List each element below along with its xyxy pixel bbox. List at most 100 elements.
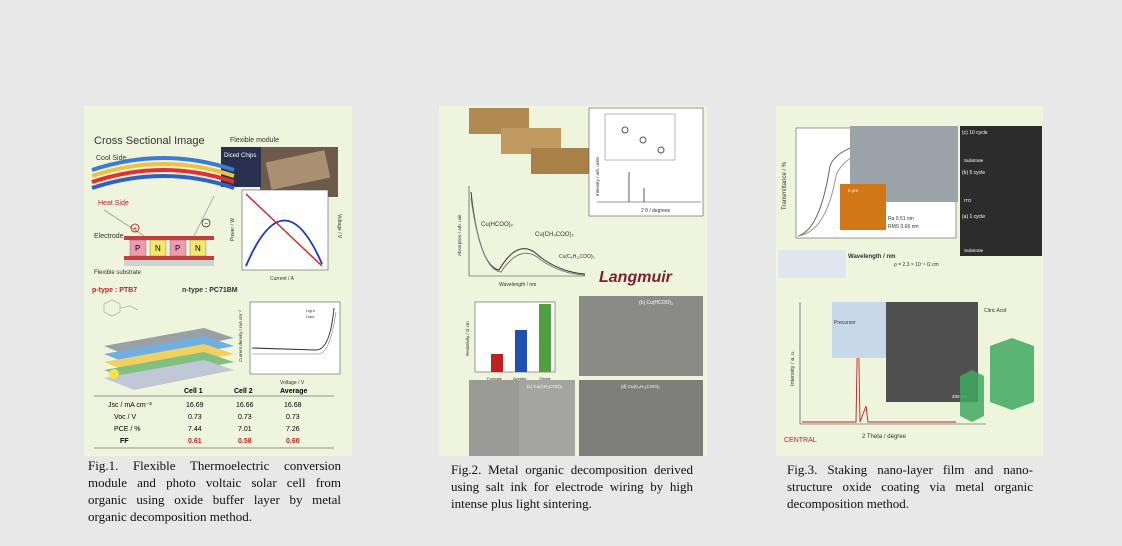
svg-text:Transmittance / %: Transmittance / % (782, 161, 788, 210)
sem-image-c (519, 380, 575, 456)
label-acetate: Cu(CH₃COO)₂ (535, 232, 574, 238)
resistivity-label: ρ = 2.3 × 10⁻⁴ Ω cm (894, 262, 939, 268)
ntype-label: n-type : PC71BM (182, 287, 238, 294)
svg-text:Power / W: Power / W (230, 218, 236, 241)
svg-text:Jsc / mA cm⁻²: Jsc / mA cm⁻² (108, 402, 152, 409)
svg-text:Wavelength / nm: Wavelength / nm (848, 254, 895, 260)
cross-section-sem: (c) 10 cycle (b) 5 cycle (a) 1 cycle Sub… (960, 126, 1042, 256)
svg-text:Cell 1: Cell 1 (184, 388, 203, 395)
crystal-structure (960, 338, 1034, 422)
flexible-module-label: Flexible module (230, 137, 279, 144)
svg-text:2 θ / degrees: 2 θ / degrees (641, 208, 671, 214)
pn-cells: P N P N (129, 239, 207, 257)
svg-text:2 Theta / degree: 2 Theta / degree (862, 434, 907, 440)
cool-arc (91, 156, 235, 172)
svg-text:+: + (133, 226, 137, 233)
svg-text:Average: Average (280, 388, 307, 395)
figure2-caption: Fig.2. Metal organic decomposition deriv… (451, 462, 693, 511)
svg-text:Current / A: Current / A (270, 276, 295, 282)
cell-p2: P (175, 244, 180, 253)
figure2-graphic: 2 θ / degrees Intensity / arb. units Cu(… (457, 107, 704, 456)
jv-chart: Light Dark Voltage / V Current density /… (238, 301, 341, 386)
figure3-caption: Fig.3. Staking nano-layer film and nano-… (787, 462, 1033, 511)
figure1-caption: Fig.1. Flexible Thermoelectric conversio… (88, 458, 341, 524)
svg-text:(b) 5 cycle: (b) 5 cycle (962, 170, 985, 176)
svg-text:FF: FF (120, 438, 129, 445)
svg-text:16.68: 16.68 (284, 402, 302, 409)
ptype-label: p-type : PTB7 (92, 287, 137, 294)
label-formate: Cu(HCOO)₂ (481, 222, 514, 228)
absorption-chart: Cu(HCOO)₂ Cu(CH₃COO)₂ Cu(C₆H₁₁COO)₂ Wave… (457, 186, 595, 288)
svg-text:PCE / %: PCE / % (114, 426, 140, 433)
svg-text:7.44: 7.44 (188, 426, 202, 433)
svg-text:Intensity / arb. units: Intensity / arb. units (595, 156, 600, 196)
svg-text:Formate: Formate (487, 376, 503, 381)
performance-table: Cell 1 Cell 2 Average Jsc / mA cm⁻² 16.6… (94, 388, 334, 449)
precursor-image (832, 302, 892, 358)
figure3-graphic: Transmittance / % Wavelength / nm 5 μm R… (778, 126, 1042, 444)
power-voltage-chart: Current / A Power / W Voltage / V (230, 189, 342, 282)
resistivity-chart: Formate Acetate Oleate Copper carboxylat… (465, 301, 556, 389)
svg-text:Substrate: Substrate (964, 158, 984, 163)
svg-text:−: − (204, 221, 208, 228)
device-stack (104, 328, 234, 390)
svg-text:Light: Light (306, 308, 316, 313)
cool-side-label: Cool Side (96, 155, 126, 162)
svg-text:(a) 1 cycle: (a) 1 cycle (962, 214, 985, 220)
figure2-panel: 2 θ / degrees Intensity / arb. units Cu(… (439, 106, 707, 456)
svg-text:0.60: 0.60 (286, 438, 300, 445)
label-oleate: Cu(C₆H₁₁COO)₂ (559, 254, 595, 260)
svg-text:Current density / mA cm⁻²: Current density / mA cm⁻² (238, 310, 243, 362)
svg-text:Absorption / arb. unit: Absorption / arb. unit (457, 214, 462, 256)
svg-text:0.61: 0.61 (188, 438, 202, 445)
citric-acid-label: Citric Acid (984, 308, 1006, 314)
svg-text:Precursor: Precursor (834, 320, 856, 326)
svg-text:0.73: 0.73 (286, 414, 300, 421)
svg-text:(c) Cu(CH₃COO)₂: (c) Cu(CH₃COO)₂ (527, 384, 563, 389)
sem-image-b (579, 296, 703, 376)
electrode-label: Electrode (94, 233, 124, 240)
afm-image (840, 184, 886, 230)
flexible-substrate-label: Flexible substrate (94, 270, 142, 276)
svg-text:Acetate: Acetate (513, 376, 527, 381)
figure1-panel: Cross Sectional Image Flexible module Di… (84, 106, 352, 456)
svg-text:0.73: 0.73 (188, 414, 202, 421)
cell-n1: N (155, 244, 161, 253)
svg-text:RMS 0.66 nm: RMS 0.66 nm (888, 224, 919, 230)
svg-text:(c) 10 cycle: (c) 10 cycle (962, 130, 988, 136)
svg-text:5 μm: 5 μm (848, 188, 858, 193)
svg-text:Voltage / V: Voltage / V (336, 214, 342, 239)
svg-text:(d) Cu(C₆H₁₁COO)₂: (d) Cu(C₆H₁₁COO)₂ (621, 384, 660, 389)
sem-image-d (579, 380, 703, 456)
svg-text:7.01: 7.01 (238, 426, 252, 433)
cross-section-title: Cross Sectional Image (94, 135, 205, 147)
svg-text:Wavelength / nm: Wavelength / nm (499, 282, 536, 288)
figure1-graphic: Cross Sectional Image Flexible module Di… (91, 135, 342, 449)
svg-text:Intensity / a. u.: Intensity / a. u. (790, 350, 796, 386)
svg-text:0.58: 0.58 (238, 438, 252, 445)
svg-text:Voc / V: Voc / V (114, 414, 137, 421)
svg-text:Cell 2: Cell 2 (234, 388, 253, 395)
svg-text:200 nm: 200 nm (952, 394, 967, 399)
svg-text:Voltage / V: Voltage / V (280, 380, 305, 386)
cell-n2: N (195, 244, 201, 253)
svg-text:7.26: 7.26 (286, 426, 300, 433)
svg-text:ITO: ITO (964, 198, 972, 203)
society-logo (778, 250, 846, 278)
journal-logo: Langmuir (599, 269, 673, 286)
svg-text:16.66: 16.66 (236, 402, 254, 409)
heat-side-label: Heat Side (98, 200, 129, 207)
svg-text:Resistivity / Ω cm: Resistivity / Ω cm (465, 321, 470, 356)
svg-text:Dark: Dark (306, 314, 314, 319)
svg-text:(b) Cu(HCOO)₂: (b) Cu(HCOO)₂ (639, 300, 673, 306)
ink-photo-3 (531, 148, 591, 174)
svg-text:Ra 0.51 nm: Ra 0.51 nm (888, 216, 914, 222)
cell-p1: P (135, 244, 140, 253)
diced-chips-label: Diced Chips (224, 153, 256, 159)
xrd-chart: 2 θ / degrees Intensity / arb. units (588, 107, 704, 217)
xrd-pattern-chart: Intensity / a. u. 2 Theta / degree (790, 302, 986, 440)
svg-text:0.73: 0.73 (238, 414, 252, 421)
svg-text:Substrate: Substrate (964, 248, 984, 253)
figure3-panel: Transmittance / % Wavelength / nm 5 μm R… (776, 106, 1043, 456)
svg-text:Oleate: Oleate (539, 376, 552, 381)
